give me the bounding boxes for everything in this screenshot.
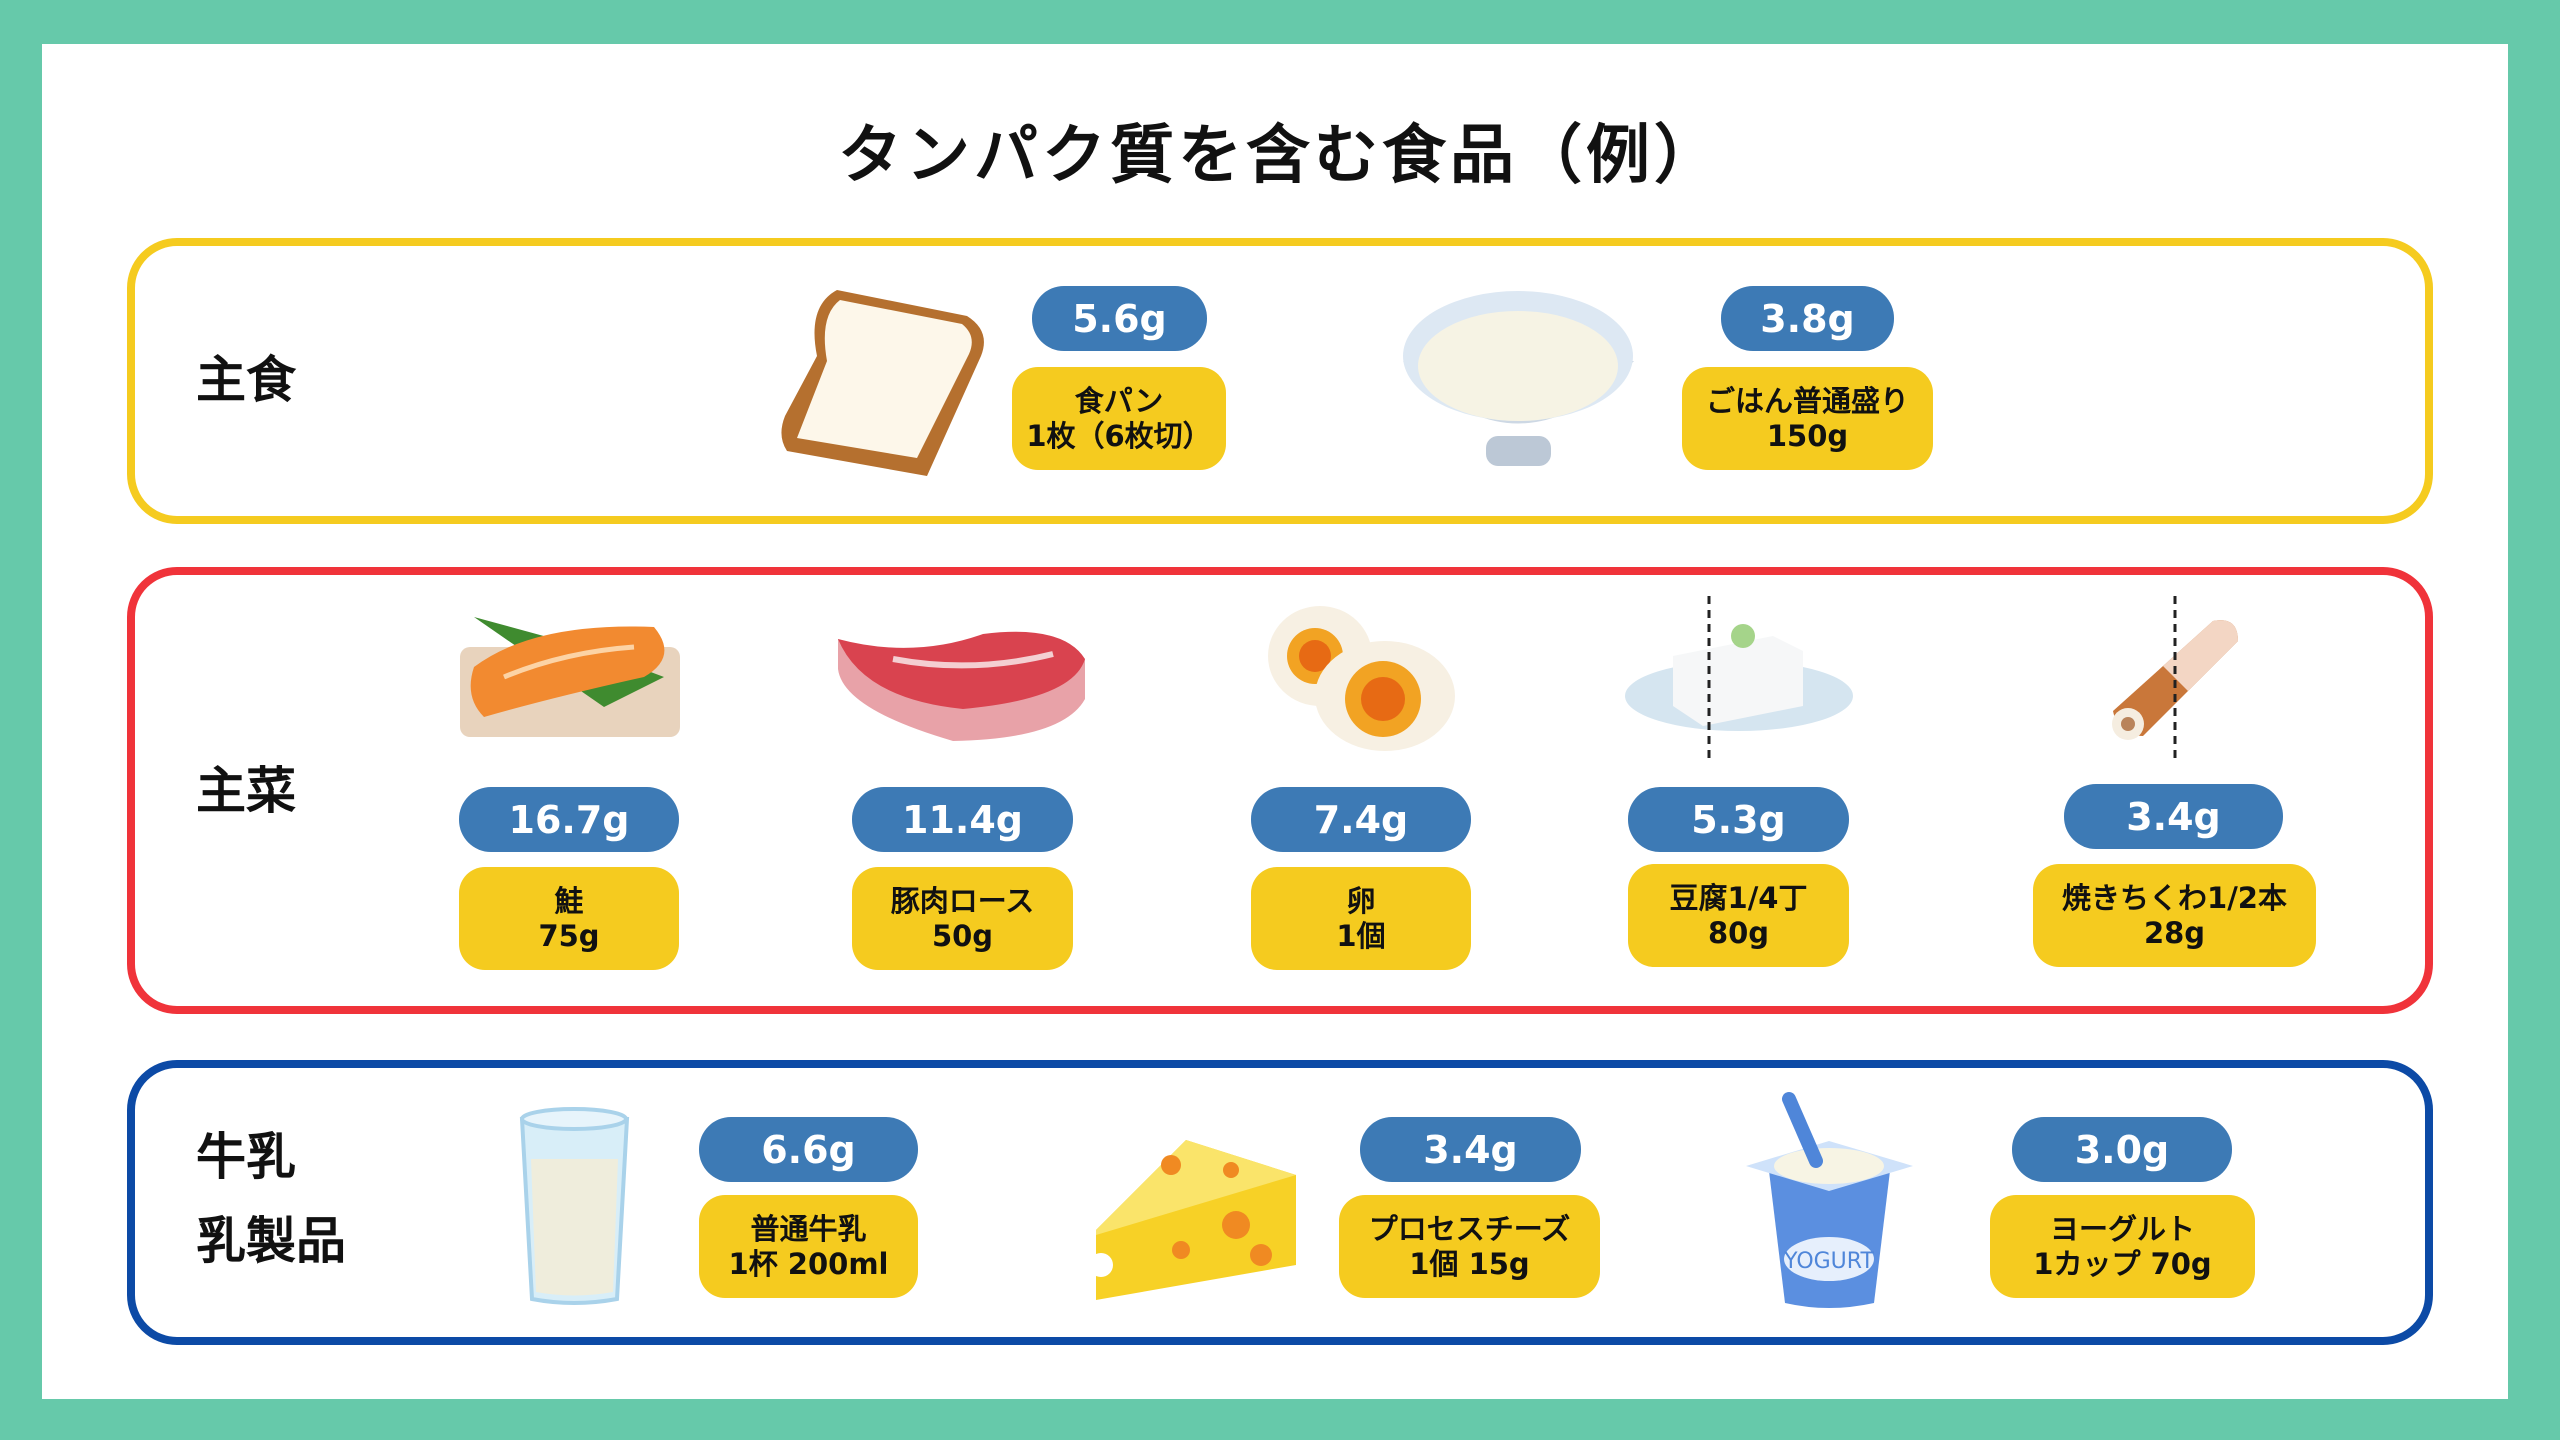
page-title: タンパク質を含む食品（例） (838, 119, 1722, 193)
food-name: 鮭 (554, 883, 584, 918)
food-amount: 150g (1766, 418, 1849, 453)
main-dish-section (127, 567, 2433, 1014)
food-name: 焼きちくわ1/2本 (2062, 880, 2287, 915)
food-amount: 1個 15g (1409, 1246, 1530, 1281)
food-amount: 1カップ 70g (2033, 1246, 2212, 1281)
chikuwa-icon (2112, 596, 2238, 759)
food-amount: 28g (2143, 915, 2206, 950)
food-name: 普通牛乳 (750, 1211, 867, 1246)
protein-badge: 3.4g (1360, 1117, 1581, 1182)
yogurt-icon: YOGURT (1746, 1092, 1913, 1308)
food-name: 卵 (1346, 883, 1376, 918)
salmon-icon (460, 617, 680, 737)
protein-badge: 3.4g (2064, 784, 2283, 849)
food-amount: 75g (538, 918, 600, 953)
dairy-label-line1: 牛乳 (196, 1128, 296, 1186)
protein-badge: 3.0g (2012, 1117, 2232, 1182)
dairy-label-line2: 乳製品 (196, 1212, 346, 1270)
protein-badge: 11.4g (852, 787, 1073, 852)
food-amount: 1個 (1336, 918, 1386, 953)
food-amount: 50g (931, 918, 994, 953)
food-name: プロセスチーズ (1368, 1211, 1571, 1246)
staple-label: 主食 (196, 351, 296, 409)
food-name: ヨーグルト (2049, 1211, 2195, 1246)
food-name: 豆腐1/4丁 (1669, 880, 1808, 915)
pork-loin-icon (838, 631, 1085, 741)
food-amount: 80g (1707, 915, 1770, 950)
rice-bowl-icon (1403, 291, 1634, 466)
protein-badge: 7.4g (1251, 787, 1471, 852)
tofu-icon (1625, 596, 1853, 759)
protein-badge: 3.8g (1721, 286, 1894, 351)
food-amount: 1杯 200ml (728, 1246, 889, 1281)
food-amount: 1枚（6枚切） (1026, 418, 1212, 453)
boiled-egg-icon (1268, 606, 1455, 751)
protein-badge: 6.6g (699, 1117, 918, 1182)
protein-badge: 5.6g (1032, 286, 1207, 351)
dairy-section (127, 1060, 2433, 1345)
protein-badge: 5.3g (1628, 787, 1849, 852)
food-name: 食パン (1074, 383, 1164, 418)
food-name: ごはん普通盛り (1705, 383, 1909, 418)
main-dish-label: 主菜 (196, 762, 296, 820)
yogurt-logo-text: YOGURT (1783, 1249, 1874, 1274)
staple-section (127, 238, 2433, 524)
milk-glass-icon (519, 1107, 630, 1305)
protein-badge: 16.7g (459, 787, 679, 852)
bread-icon (781, 290, 984, 476)
food-name: 豚肉ロース (890, 883, 1035, 918)
cheese-icon (1091, 1140, 1296, 1300)
